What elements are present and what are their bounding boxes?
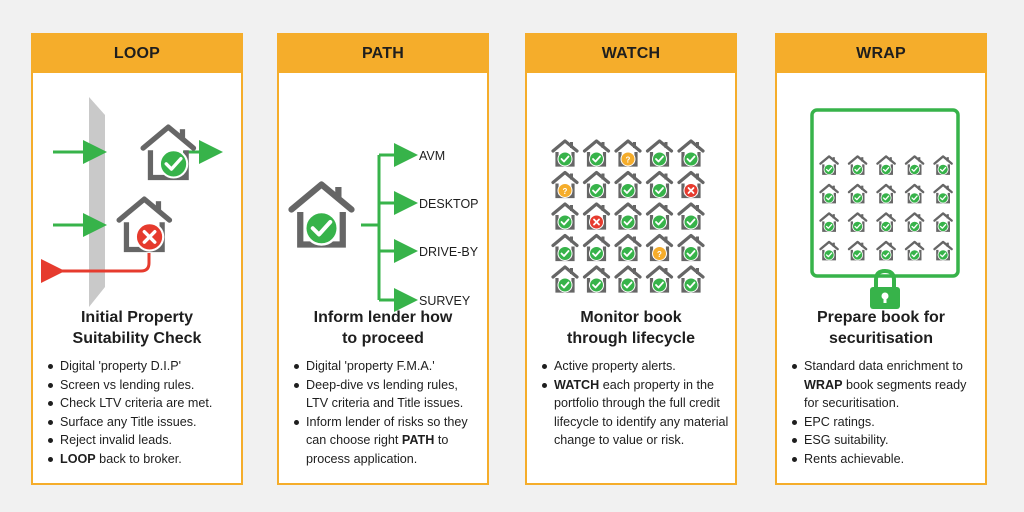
bullet-list: Digital 'property F.M.A.' Deep-dive vs l…	[293, 357, 481, 468]
bullet-item: WATCH each property in the portfolio thr…	[541, 376, 729, 450]
house-ok-icon	[933, 240, 953, 261]
path-label-survey: SURVEY	[419, 294, 471, 308]
bullet-item: Rents achievable.	[791, 450, 979, 469]
bullet-item: ESG suitability.	[791, 431, 979, 450]
house-ok-icon	[582, 265, 611, 293]
house-ok-icon	[582, 233, 611, 262]
card-title: Monitor book through lifecycle	[566, 309, 696, 347]
loop-card: LOOP	[31, 33, 243, 485]
bullet-item: Screen vs lending rules.	[47, 376, 235, 395]
house-bad-icon	[677, 170, 705, 199]
house-ok-icon	[582, 139, 611, 167]
house-ok-icon	[645, 265, 674, 293]
house-ok-icon	[904, 212, 925, 232]
house-check-icon	[288, 181, 355, 248]
path-label-desktop: DESKTOP	[419, 197, 479, 211]
bullet-item: Digital 'property D.I.P'	[47, 357, 235, 376]
house-ok-icon	[645, 170, 674, 199]
path-label-drive-by: DRIVE-BY	[419, 245, 479, 259]
bullet-item: Standard data enrichment to WRAP book se…	[791, 357, 979, 413]
house-ok-icon	[614, 233, 642, 262]
bullet-item: Deep-dive vs lending rules, LTV criteria…	[293, 376, 481, 413]
bullet-item: Surface any Title issues.	[47, 413, 235, 432]
house-warn-icon: ?	[645, 233, 674, 262]
bullet-item: LOOP back to broker.	[47, 450, 235, 469]
house-ok-icon	[614, 170, 642, 199]
screen-panel	[89, 97, 105, 307]
bullet-item: EPC ratings.	[791, 413, 979, 432]
house-cross-icon	[116, 196, 173, 253]
path-label-avm: AVM	[419, 149, 445, 163]
reject-arrow	[41, 253, 151, 283]
house-ok-icon	[876, 240, 896, 261]
card-title: Inform lender how to proceed	[313, 309, 453, 347]
house-ok-icon	[582, 170, 611, 199]
house-check-icon	[140, 124, 197, 181]
lock-icon	[870, 268, 900, 309]
house-ok-icon	[904, 240, 925, 261]
bullet-item: Active property alerts.	[541, 357, 729, 376]
card-header: WRAP	[777, 35, 985, 73]
house-ok-icon	[933, 212, 953, 232]
house-ok-icon	[551, 233, 579, 262]
portfolio-frame	[810, 108, 960, 278]
house-ok-icon	[876, 183, 896, 204]
wrap-card: WRAP Prepare book for securitisation Sta…	[775, 33, 987, 485]
bullet-item: Inform lender of risks so they can choos…	[293, 413, 481, 469]
house-ok-icon	[677, 233, 705, 262]
bullet-list: Digital 'property D.I.P' Screen vs lendi…	[47, 357, 235, 468]
house-ok-icon	[677, 139, 705, 167]
card-header: WATCH	[527, 35, 735, 73]
house-ok-icon	[614, 265, 642, 293]
house-ok-icon	[677, 265, 705, 293]
card-header: PATH	[279, 35, 487, 73]
house-ok-icon	[847, 155, 868, 175]
bullet-list: Active property alerts. WATCH each prope…	[541, 357, 729, 450]
house-ok-icon	[614, 202, 642, 230]
house-ok-icon	[847, 240, 868, 261]
house-ok-icon	[876, 212, 896, 232]
card-header: LOOP	[33, 35, 241, 73]
house-ok-icon	[677, 202, 705, 230]
house-ok-icon	[819, 183, 839, 204]
house-warn-icon: ?	[551, 170, 579, 199]
house-bad-icon	[582, 202, 611, 230]
house-ok-icon	[847, 212, 868, 232]
house-ok-icon	[819, 212, 839, 232]
watch-illustration: ???	[527, 75, 735, 315]
wrap-illustration	[777, 75, 985, 315]
house-ok-icon	[876, 155, 896, 175]
house-ok-icon	[819, 155, 839, 175]
card-title: Initial Property Suitability Check	[72, 309, 202, 347]
svg-text:?: ?	[626, 155, 631, 164]
bullet-item: Reject invalid leads.	[47, 431, 235, 450]
branch-connector	[361, 155, 381, 300]
house-ok-icon	[933, 183, 953, 204]
house-warn-icon: ?	[614, 139, 642, 167]
house-ok-icon	[904, 155, 925, 175]
house-ok-icon	[551, 202, 579, 230]
svg-text:?: ?	[657, 250, 662, 259]
svg-text:?: ?	[563, 187, 568, 196]
bullet-item: Digital 'property F.M.A.'	[293, 357, 481, 376]
house-ok-icon	[847, 183, 868, 204]
bullet-list: Standard data enrichment to WRAP book se…	[791, 357, 979, 468]
house-ok-icon	[645, 202, 674, 230]
bullet-item: Check LTV criteria are met.	[47, 394, 235, 413]
house-ok-icon	[819, 240, 839, 261]
house-ok-icon	[933, 155, 953, 175]
card-title: Prepare book for securitisation	[816, 309, 946, 347]
house-ok-icon	[645, 139, 674, 167]
house-ok-icon	[551, 139, 579, 167]
path-card: PATH AVM DESKTOP DRIVE-BY SURVE	[277, 33, 489, 485]
house-ok-icon	[904, 183, 925, 204]
house-ok-icon	[551, 265, 579, 293]
loop-illustration	[33, 75, 241, 315]
path-illustration: AVM DESKTOP DRIVE-BY SURVEY	[279, 75, 487, 315]
watch-card: WATCH ??? Monitor book through lifecycle…	[525, 33, 737, 485]
